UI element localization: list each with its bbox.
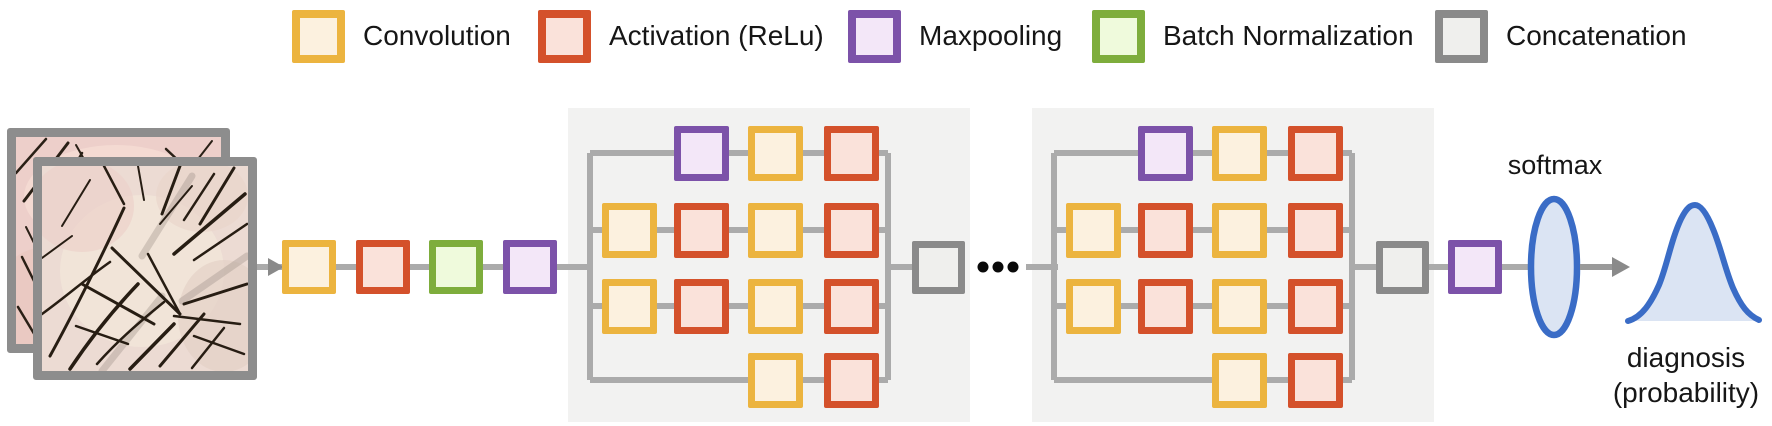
act-node bbox=[824, 353, 879, 408]
conv-node bbox=[1212, 353, 1267, 408]
act-node bbox=[824, 279, 879, 334]
batch-normalization-swatch-icon bbox=[1092, 9, 1145, 63]
legend-label: Activation (ReLu) bbox=[609, 20, 824, 51]
bn-node bbox=[429, 240, 483, 294]
legend-item-convolution: Convolution bbox=[292, 8, 511, 64]
legend-item-activation: Activation (ReLu) bbox=[538, 8, 824, 64]
input-arrowhead-icon bbox=[268, 258, 284, 276]
act-node bbox=[824, 203, 879, 258]
conv-node bbox=[282, 240, 336, 294]
concatenation-swatch-icon bbox=[1435, 9, 1488, 63]
conv-node bbox=[748, 279, 803, 334]
act-node bbox=[674, 279, 729, 334]
act-node bbox=[824, 126, 879, 181]
diagnosis-label-line2: (probability) bbox=[1612, 377, 1760, 408]
probability-curve-fill bbox=[1628, 205, 1759, 321]
legend-label: Convolution bbox=[363, 20, 511, 51]
conv-node bbox=[1066, 203, 1121, 258]
input-image-front bbox=[33, 157, 257, 380]
mp-node bbox=[674, 126, 729, 181]
act-node bbox=[1138, 203, 1193, 258]
act-node bbox=[1288, 126, 1343, 181]
conv-node bbox=[748, 203, 803, 258]
conv-node bbox=[1066, 279, 1121, 334]
legend-label: Maxpooling bbox=[919, 20, 1063, 51]
mp-node bbox=[1138, 126, 1193, 181]
softmax-ellipse-icon bbox=[1527, 195, 1581, 339]
mp-node bbox=[503, 240, 557, 294]
convolution-swatch-icon bbox=[292, 9, 345, 63]
conv-node bbox=[1212, 203, 1267, 258]
conv-node bbox=[602, 203, 657, 258]
diagnosis-label-line1: diagnosis bbox=[1626, 342, 1746, 373]
probability-curve-icon bbox=[1625, 201, 1762, 324]
conv-node bbox=[1212, 279, 1267, 334]
conv-node bbox=[602, 279, 657, 334]
maxpooling-swatch-icon bbox=[848, 9, 901, 63]
softmax-label: softmax bbox=[1507, 150, 1603, 180]
cat-node bbox=[912, 241, 965, 294]
act-node bbox=[1138, 279, 1193, 334]
act-node bbox=[1288, 203, 1343, 258]
scalp-photo-front bbox=[42, 166, 248, 371]
conv-node bbox=[1212, 126, 1267, 181]
act-node bbox=[1288, 279, 1343, 334]
activation-swatch-icon bbox=[538, 9, 591, 63]
ellipsis-dots-icon bbox=[977, 261, 1019, 273]
legend-item-concatenation: Concatenation bbox=[1435, 8, 1687, 64]
legend-label: Batch Normalization bbox=[1163, 20, 1414, 51]
legend-item-batchnorm: Batch Normalization bbox=[1092, 8, 1414, 64]
conv-node bbox=[748, 126, 803, 181]
output-arrowhead-icon bbox=[1612, 257, 1630, 277]
cat-node bbox=[1376, 241, 1429, 294]
diagnosis-label: diagnosis (probability) bbox=[1594, 340, 1772, 410]
conv-node bbox=[748, 353, 803, 408]
act-node bbox=[356, 240, 410, 294]
act-node bbox=[1288, 353, 1343, 408]
act-node bbox=[674, 203, 729, 258]
legend-item-maxpooling: Maxpooling bbox=[848, 8, 1062, 64]
legend-label: Concatenation bbox=[1506, 20, 1687, 51]
mp-node bbox=[1448, 240, 1502, 294]
